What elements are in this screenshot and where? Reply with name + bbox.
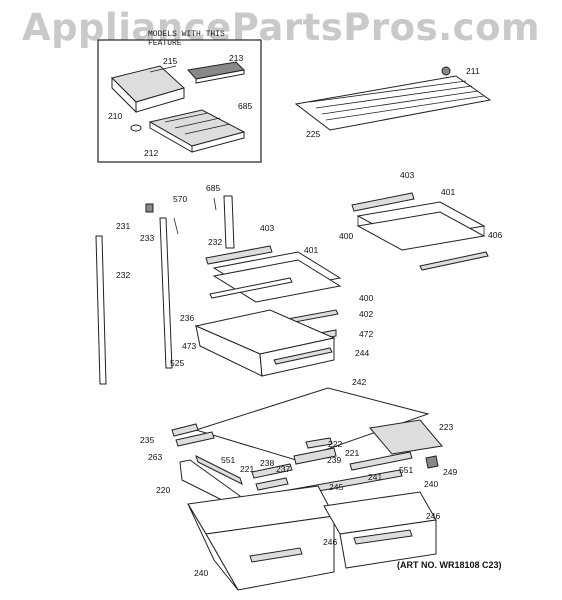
optional-feature-box [97,39,262,163]
wire-shelf-225 [294,75,492,131]
callout-225: 225 [306,129,320,139]
drawer-center [194,309,336,377]
callout-551b: 551 [399,465,413,475]
clip-238 [255,477,289,491]
callout-249: 249 [443,467,457,477]
knob-211 [441,66,451,76]
callout-244: 244 [355,348,369,358]
callout-402: 402 [359,309,373,319]
door-bin-215 [111,65,185,114]
post-233 [159,217,173,369]
tray-212 [148,109,246,153]
callout-685b: 685 [206,183,220,193]
callout-242: 242 [352,377,366,387]
clip-239 [293,447,337,465]
post-232-upper [223,195,235,249]
callout-406: 406 [488,230,502,240]
callout-235: 235 [140,435,154,445]
box-caption: MODELS WITH THIS FEATURE [148,30,225,48]
callout-222: 222 [328,439,342,449]
callout-211: 211 [466,66,480,76]
rail-263 [175,431,215,447]
callout-240b: 240 [194,568,208,578]
callout-213: 213 [229,53,243,63]
egg-tray-213 [187,61,246,84]
callout-238: 238 [260,458,274,468]
rail-235 [171,423,199,437]
callout-233: 233 [140,233,154,243]
clip-210 [130,124,142,132]
callout-403a: 403 [400,170,414,180]
rail-223 [369,419,443,455]
callout-246a: 246 [426,511,440,521]
post-232-left [95,235,107,385]
callout-223: 223 [439,422,453,432]
glass-shelf-242 [194,387,430,461]
callout-473: 473 [182,341,196,351]
clip-249 [425,455,439,469]
rail-221-right [349,451,413,471]
callout-221a: 221 [345,448,359,458]
callout-400a: 400 [339,231,353,241]
right-shelf-group [351,192,489,271]
callout-231: 231 [116,221,130,231]
callout-232b: 232 [116,270,130,280]
callout-246b: 246 [323,537,337,547]
callout-401a: 401 [441,187,455,197]
callout-240a: 240 [424,479,438,489]
callout-237: 237 [276,464,290,474]
clip-237 [251,463,293,479]
callout-263: 263 [148,452,162,462]
callout-232a: 232 [208,237,222,247]
callout-403b: 403 [260,223,274,233]
center-shelf-group [205,245,342,341]
callout-400b: 400 [359,293,373,303]
callout-685a: 685 [238,101,252,111]
screw-685 [213,197,217,211]
callout-245: 245 [329,482,343,492]
callout-241: 241 [368,472,382,482]
watermark: AppliancePartsPros.com [21,6,541,49]
callout-212: 212 [144,148,158,158]
callout-472: 472 [359,329,373,339]
callout-239: 239 [327,455,341,465]
rail-221-left [195,455,243,485]
callout-220: 220 [156,485,170,495]
callout-401b: 401 [304,245,318,255]
callout-236: 236 [180,313,194,323]
screw-570 [173,217,179,235]
callout-570: 570 [173,194,187,204]
crisper-drawers [187,485,437,591]
callout-551a: 551 [221,455,235,465]
clip-222 [305,437,333,449]
callout-221b: 221 [240,464,254,474]
callout-525: 525 [170,358,184,368]
callout-215: 215 [163,56,177,66]
bracket-231 [145,203,154,213]
callout-210: 210 [108,111,122,121]
art-number: (ART NO. WR18108 C23) [397,560,502,570]
